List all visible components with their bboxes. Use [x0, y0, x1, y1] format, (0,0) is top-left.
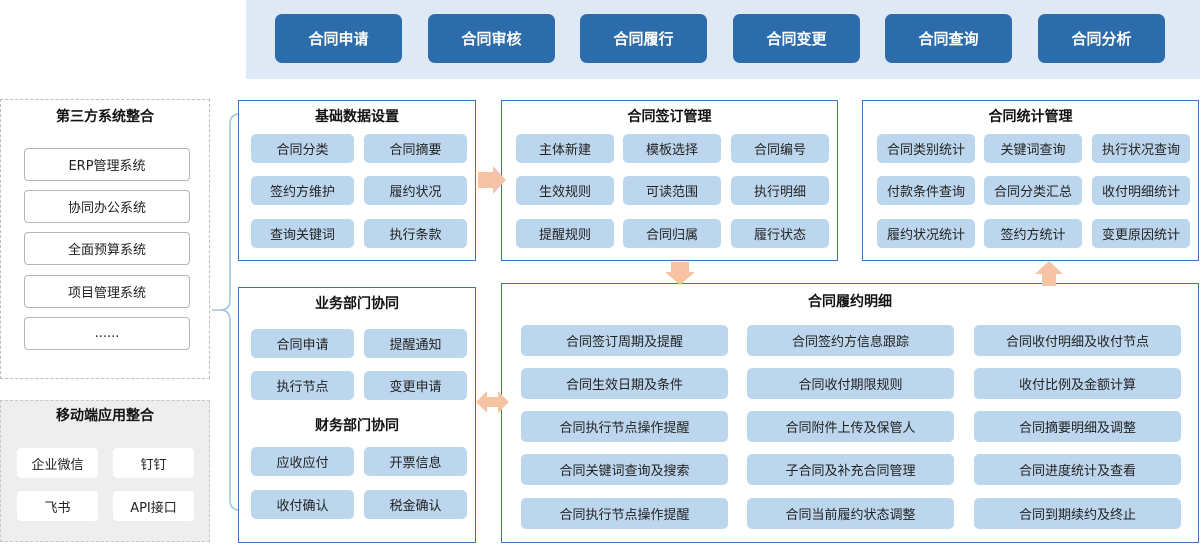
- business-item-notify[interactable]: 提醒通知: [364, 329, 467, 358]
- signing-title: 合同签订管理: [627, 109, 712, 125]
- arrow-right-icon: [478, 166, 506, 194]
- stat-item-receipts[interactable]: 收付明细统计: [1092, 176, 1190, 205]
- signing-item-owner[interactable]: 合同归属: [623, 219, 721, 248]
- perf-item-12[interactable]: 合同进度统计及查看: [974, 454, 1181, 485]
- basic-data-panel: 基础数据设置 合同分类 合同摘要 签约方维护 履约状况 查询关键词 执行条款: [238, 100, 476, 261]
- perf-item-7[interactable]: 合同执行节点操作提醒: [521, 411, 728, 442]
- basic-item-status[interactable]: 履约状况: [364, 176, 467, 205]
- statistics-panel: 合同统计管理 合同类别统计 关键词查询 执行状况查询 付款条件查询 合同分类汇总…: [862, 100, 1199, 261]
- finance-item-tax[interactable]: 税金确认: [364, 490, 467, 519]
- signing-item-template[interactable]: 模板选择: [623, 134, 721, 163]
- mobile-feishu[interactable]: 飞书: [17, 491, 98, 521]
- stat-item-party[interactable]: 签约方统计: [984, 219, 1082, 248]
- module-contract-review[interactable]: 合同审核: [428, 14, 555, 63]
- module-contract-analysis[interactable]: 合同分析: [1038, 14, 1165, 63]
- perf-item-8[interactable]: 合同附件上传及保管人: [747, 411, 954, 442]
- third-party-title: 第三方系统整合: [56, 109, 154, 125]
- finance-item-confirm[interactable]: 收付确认: [251, 490, 354, 519]
- perf-item-6[interactable]: 收付比例及金额计算: [974, 368, 1181, 399]
- module-contract-change[interactable]: 合同变更: [733, 14, 860, 63]
- module-contract-query[interactable]: 合同查询: [885, 14, 1012, 63]
- finance-title: 财务部门协同: [315, 418, 399, 434]
- perf-item-15[interactable]: 合同到期续约及终止: [974, 498, 1181, 529]
- signing-panel: 合同签订管理 主体新建 模板选择 合同编号 生效规则 可读范围 执行明细 提醒规…: [501, 100, 838, 261]
- module-contract-execution[interactable]: 合同履行: [580, 14, 707, 63]
- perf-item-2[interactable]: 合同签约方信息跟踪: [747, 325, 954, 356]
- signing-item-entity[interactable]: 主体新建: [516, 134, 614, 163]
- perf-item-14[interactable]: 合同当前履约状态调整: [747, 498, 954, 529]
- perf-item-11[interactable]: 子合同及补充合同管理: [747, 454, 954, 485]
- basic-item-keyword[interactable]: 查询关键词: [251, 219, 354, 248]
- performance-title: 合同履约明细: [808, 294, 892, 310]
- third-party-panel: 第三方系统整合 ERP管理系统 协同办公系统 全面预算系统 项目管理系统 ...…: [0, 99, 210, 379]
- signing-item-effective[interactable]: 生效规则: [516, 176, 614, 205]
- basic-item-category[interactable]: 合同分类: [251, 134, 354, 163]
- business-title: 业务部门协同: [315, 296, 399, 312]
- stat-item-payment[interactable]: 付款条件查询: [877, 176, 975, 205]
- system-oa[interactable]: 协同办公系统: [24, 190, 190, 223]
- perf-item-13[interactable]: 合同执行节点操作提醒: [521, 498, 728, 529]
- performance-panel: 合同履约明细 合同签订周期及提醒 合同签约方信息跟踪 合同收付明细及收付节点 合…: [501, 283, 1199, 543]
- arrow-up-icon: [1035, 261, 1063, 286]
- stat-item-execution[interactable]: 执行状况查询: [1092, 134, 1190, 163]
- perf-item-10[interactable]: 合同关键词查询及搜索: [521, 454, 728, 485]
- mobile-api[interactable]: API接口: [113, 491, 194, 521]
- perf-item-3[interactable]: 合同收付明细及收付节点: [974, 325, 1181, 356]
- finance-item-receivable[interactable]: 应收应付: [251, 447, 354, 476]
- basic-data-title: 基础数据设置: [315, 109, 399, 125]
- stat-item-category[interactable]: 合同类别统计: [877, 134, 975, 163]
- signing-item-reminder[interactable]: 提醒规则: [516, 219, 614, 248]
- perf-item-1[interactable]: 合同签订周期及提醒: [521, 325, 728, 356]
- mobile-title: 移动端应用整合: [56, 408, 154, 424]
- statistics-title: 合同统计管理: [988, 109, 1073, 125]
- stat-item-keyword[interactable]: 关键词查询: [984, 134, 1082, 163]
- module-contract-application[interactable]: 合同申请: [275, 14, 402, 63]
- basic-item-summary[interactable]: 合同摘要: [364, 134, 467, 163]
- mobile-dingtalk[interactable]: 钉钉: [113, 448, 194, 478]
- top-module-bar: 合同申请 合同审核 合同履行 合同变更 合同查询 合同分析: [246, 0, 1200, 79]
- stat-item-status[interactable]: 履约状况统计: [877, 219, 975, 248]
- arrow-down-icon: [665, 262, 695, 285]
- stat-item-summary[interactable]: 合同分类汇总: [984, 176, 1082, 205]
- system-erp[interactable]: ERP管理系统: [24, 148, 190, 181]
- mobile-wecom[interactable]: 企业微信: [17, 448, 98, 478]
- perf-item-5[interactable]: 合同收付期限规则: [747, 368, 954, 399]
- basic-item-party[interactable]: 签约方维护: [251, 176, 354, 205]
- system-budget[interactable]: 全面预算系统: [24, 232, 190, 265]
- signing-item-detail[interactable]: 执行明细: [731, 176, 829, 205]
- signing-item-number[interactable]: 合同编号: [731, 134, 829, 163]
- stat-item-change[interactable]: 变更原因统计: [1092, 219, 1190, 248]
- perf-item-4[interactable]: 合同生效日期及条件: [521, 368, 728, 399]
- coordination-panel: 业务部门协同 合同申请 提醒通知 执行节点 变更申请 财务部门协同 应收应付 开…: [238, 287, 476, 543]
- system-more[interactable]: ......: [24, 317, 190, 350]
- mobile-panel: 移动端应用整合 企业微信 钉钉 飞书 API接口: [0, 400, 210, 542]
- arrow-double-icon: [476, 391, 509, 413]
- signing-item-state[interactable]: 履行状态: [731, 219, 829, 248]
- perf-item-9[interactable]: 合同摘要明细及调整: [974, 411, 1181, 442]
- business-item-node[interactable]: 执行节点: [251, 371, 354, 400]
- finance-item-invoice[interactable]: 开票信息: [364, 447, 467, 476]
- business-item-application[interactable]: 合同申请: [251, 329, 354, 358]
- business-item-change[interactable]: 变更申请: [364, 371, 467, 400]
- system-project[interactable]: 项目管理系统: [24, 275, 190, 308]
- basic-item-terms[interactable]: 执行条款: [364, 219, 467, 248]
- signing-item-scope[interactable]: 可读范围: [623, 176, 721, 205]
